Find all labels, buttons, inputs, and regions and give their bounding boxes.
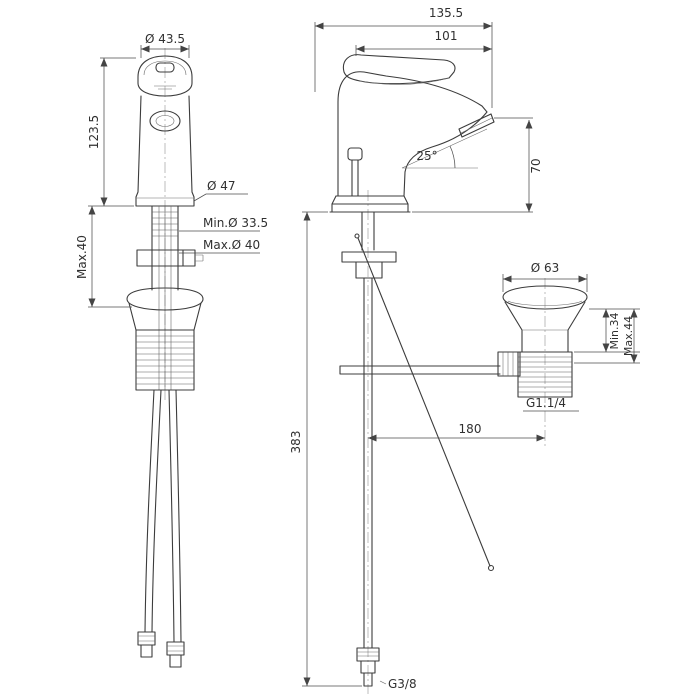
dim-waste-thread-label: G1.1/4 [526, 396, 566, 410]
dim-waste-diameter-label: Ø 63 [531, 261, 560, 275]
dim-hole-min-label: Min.Ø 33.5 [203, 216, 268, 230]
waste-coupling-nut [497, 351, 521, 377]
waste-thread-side [517, 351, 573, 398]
side-view: 135.5 101 25° 70 Ø 63 Min.34 Max.44 [289, 6, 640, 694]
dim-spout-height-label: 70 [529, 158, 543, 173]
hose-connector-left [137, 631, 156, 646]
dim-body-height-label: 123.5 [87, 115, 101, 149]
side-supply-pipe [363, 277, 373, 649]
dim-base-diameter-label: Ø 47 [207, 179, 236, 193]
dim-deck-max-label: Max.40 [75, 235, 89, 279]
dim-spout-angle-label: 25° [416, 149, 437, 163]
dim-waste-deck-max-label: Max.44 [622, 316, 635, 356]
supply-hose-right [168, 389, 182, 643]
waste-flange-side [502, 285, 588, 310]
side-mounting-nut [355, 261, 383, 279]
dim-top-diameter-label: Ø 43.5 [145, 32, 185, 46]
handle-lever-front [155, 62, 175, 73]
side-body-outline [337, 71, 488, 197]
dim-supply-thread-label: G3/8 [388, 677, 417, 691]
drain-linkage-bar [339, 365, 501, 375]
dim-hole-max-label: Max.Ø 40 [203, 238, 260, 252]
mounting-clamp [136, 249, 196, 267]
side-view-dimensions: 135.5 101 25° 70 Ø 63 Min.34 Max.44 [289, 6, 640, 691]
logo-band [154, 85, 176, 90]
aerator [458, 113, 495, 138]
front-view-object [126, 55, 204, 668]
side-handle-lever [342, 54, 456, 85]
handle-cap-outline [137, 55, 193, 97]
drain-lever-rod [357, 237, 491, 567]
supply-hose-left [144, 389, 162, 633]
spout-outlet [149, 110, 181, 132]
waste-flange-front [126, 287, 204, 311]
side-mounting-bracket [341, 251, 397, 263]
front-view: Ø 43.5 123.5 Max.40 Ø 47 Min.Ø 33.5 Max.… [75, 32, 268, 668]
side-view-object [329, 54, 588, 687]
dim-supply-length-label: 383 [289, 431, 303, 454]
pull-rod-knob [347, 147, 363, 161]
dim-waste-deck-min-label: Min.34 [608, 312, 621, 349]
dim-total-depth-label: 135.5 [429, 6, 463, 20]
side-base [329, 195, 411, 213]
dim-spout-reach-label: 101 [435, 29, 458, 43]
front-view-dimensions: Ø 43.5 123.5 Max.40 Ø 47 Min.Ø 33.5 Max.… [75, 32, 268, 308]
hose-connector-right [166, 641, 185, 656]
pull-rod [351, 159, 359, 197]
dim-waste-offset-label: 180 [459, 422, 482, 436]
shank [151, 205, 179, 291]
